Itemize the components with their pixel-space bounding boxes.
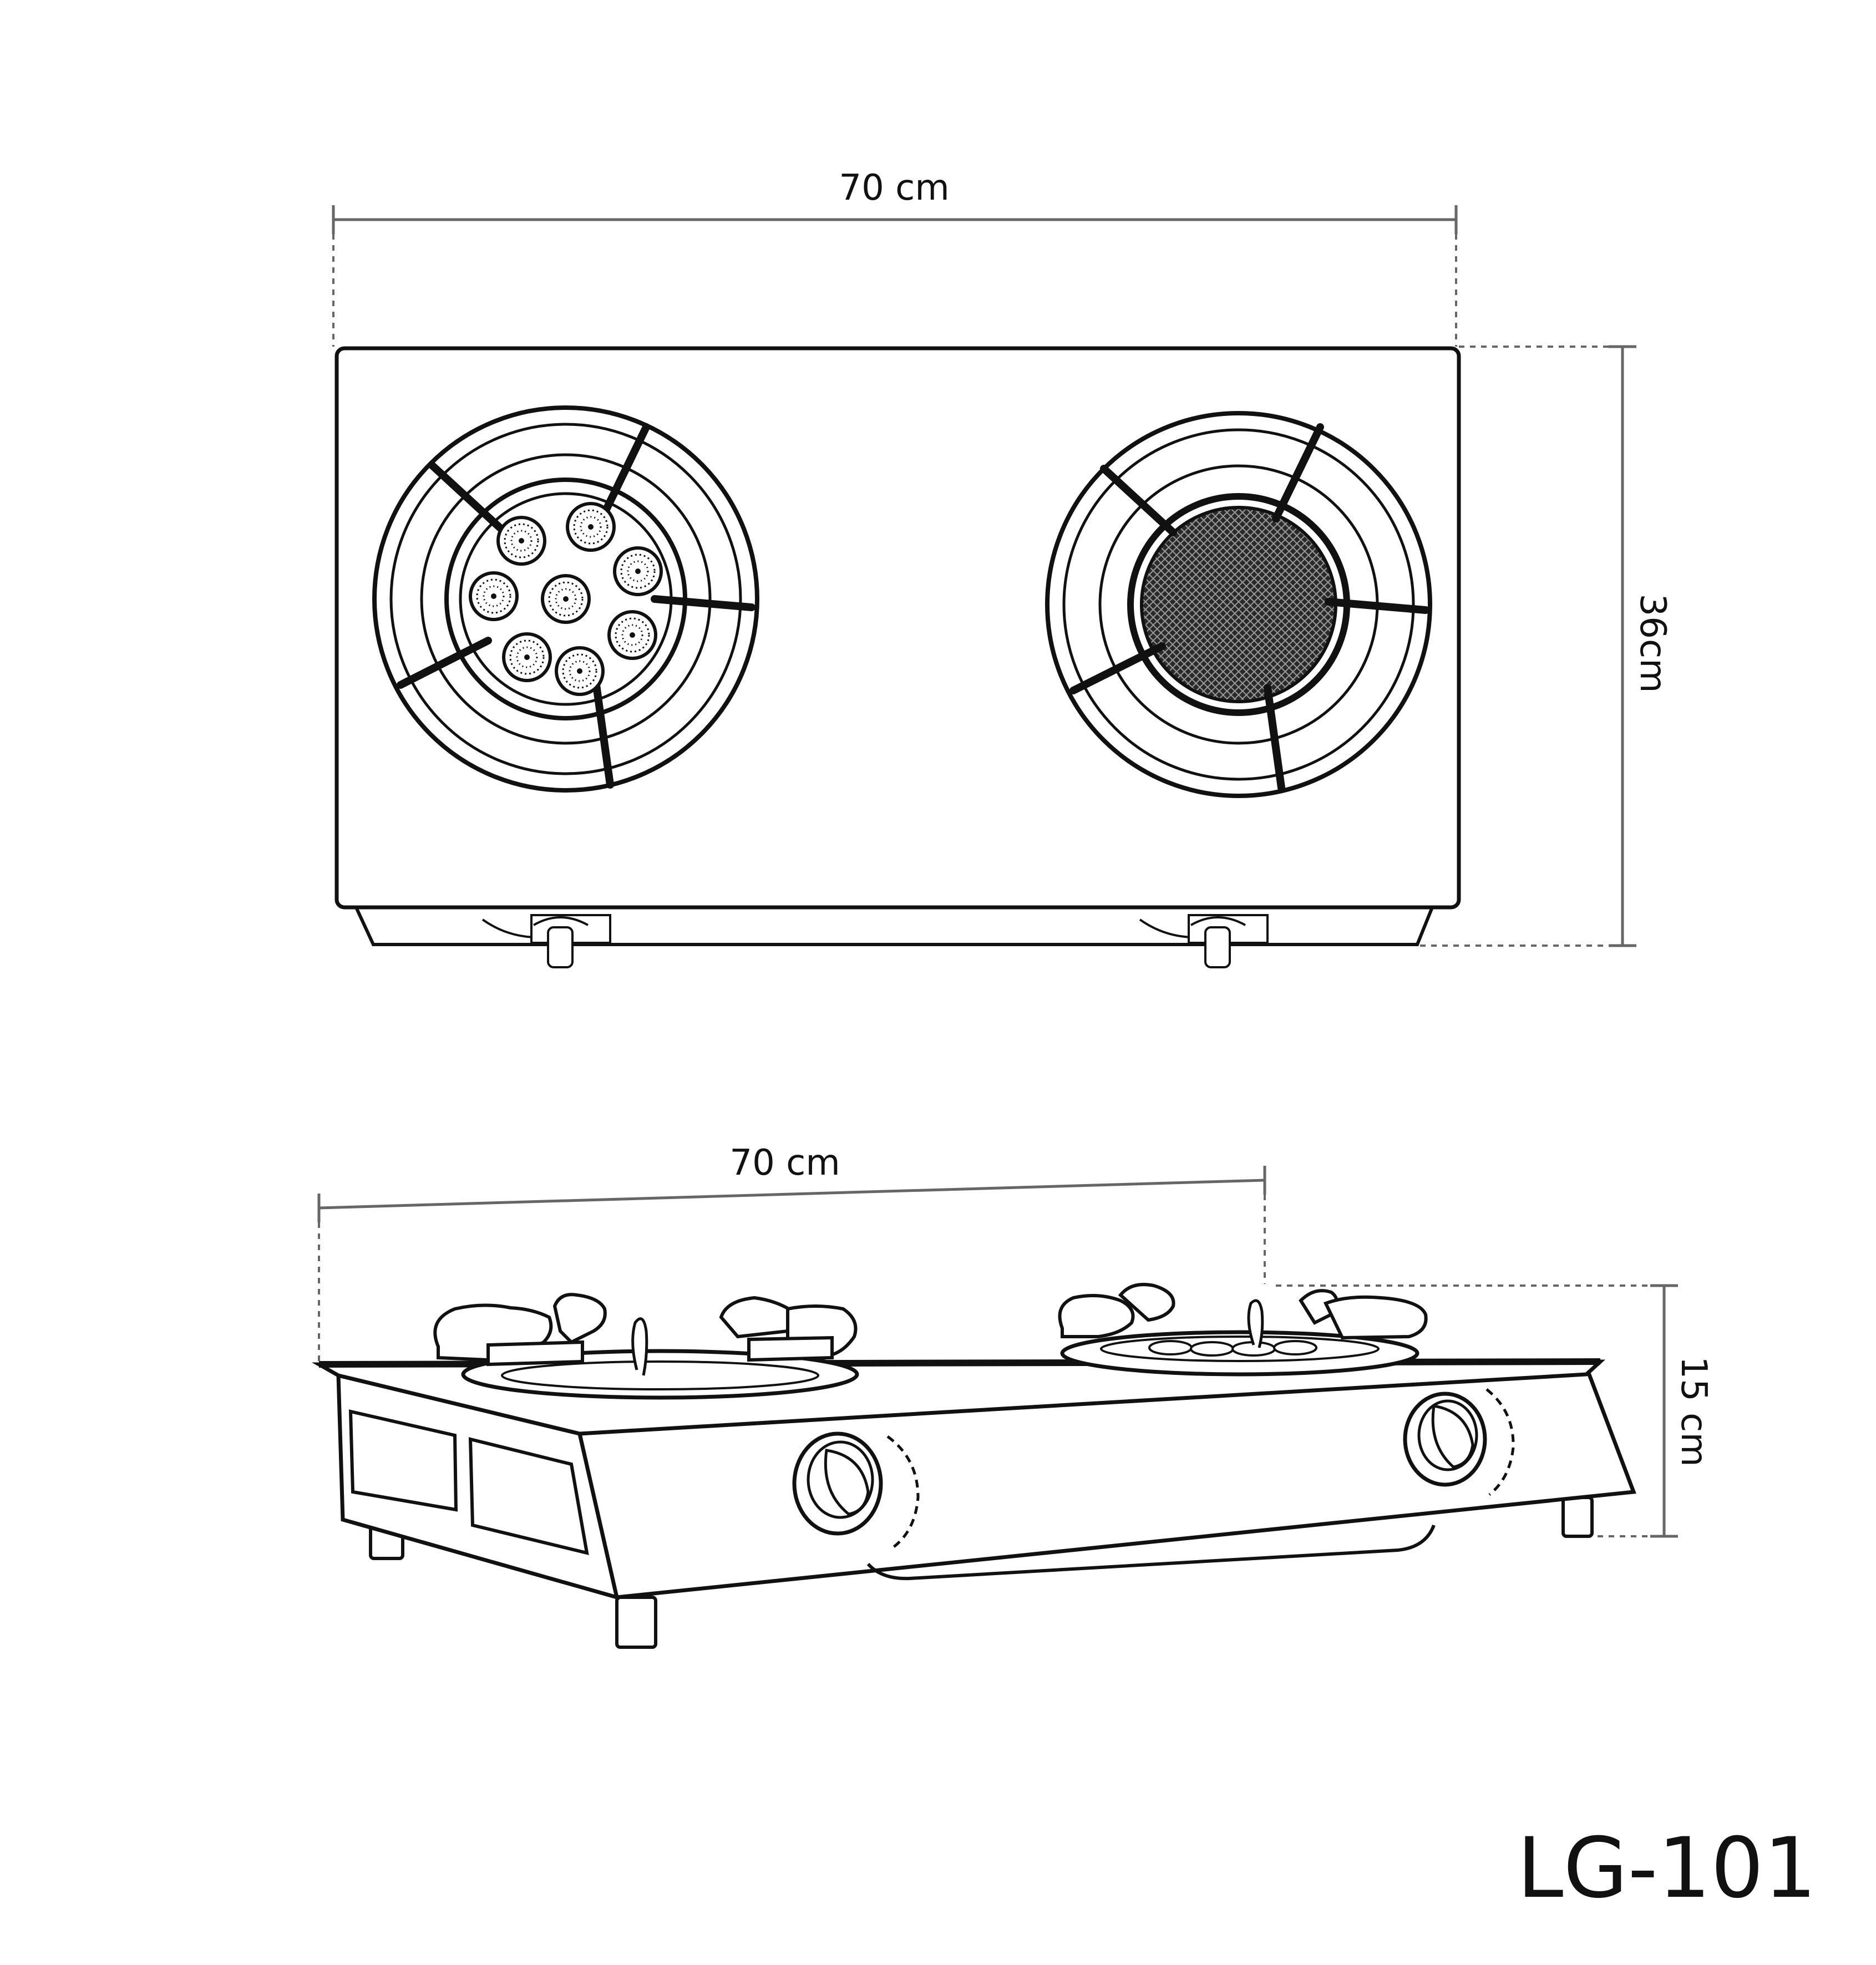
left-knob[interactable] — [481, 914, 611, 968]
side-width-dimension: 70 cm — [317, 1143, 1266, 1362]
side-width-label: 70 cm — [729, 1143, 840, 1184]
left-pan-support — [397, 423, 756, 789]
top-depth-label: 36cm — [1632, 594, 1673, 693]
side-height-dimension: 15 cm — [1276, 1284, 1714, 1538]
left-burner-side — [433, 1293, 859, 1400]
right-control-knob[interactable] — [1403, 1388, 1515, 1496]
right-knob[interactable] — [1139, 914, 1269, 968]
top-width-label: 70 cm — [839, 167, 949, 209]
infrared-mesh — [1140, 506, 1337, 703]
right-burner-nozzles-side — [1148, 1340, 1317, 1357]
top-width-dimension: 70 cm — [332, 167, 1458, 347]
model-name: LG-101 — [1517, 1820, 1817, 1917]
left-control-knob[interactable] — [792, 1431, 920, 1548]
front-panel — [353, 906, 1435, 946]
right-pan-support — [1069, 423, 1429, 791]
drip-tray — [866, 1524, 1436, 1581]
side-view: 70 cm 15 cm — [311, 1143, 1714, 1649]
top-view: 70 cm 36cm — [332, 167, 1673, 968]
top-depth-dimension: 36cm — [1420, 345, 1673, 947]
right-burner — [1045, 411, 1432, 798]
side-height-label: 15 cm — [1673, 1356, 1714, 1466]
right-burner-side — [1058, 1283, 1428, 1377]
left-burner — [372, 405, 759, 793]
side-vents — [348, 1409, 589, 1555]
